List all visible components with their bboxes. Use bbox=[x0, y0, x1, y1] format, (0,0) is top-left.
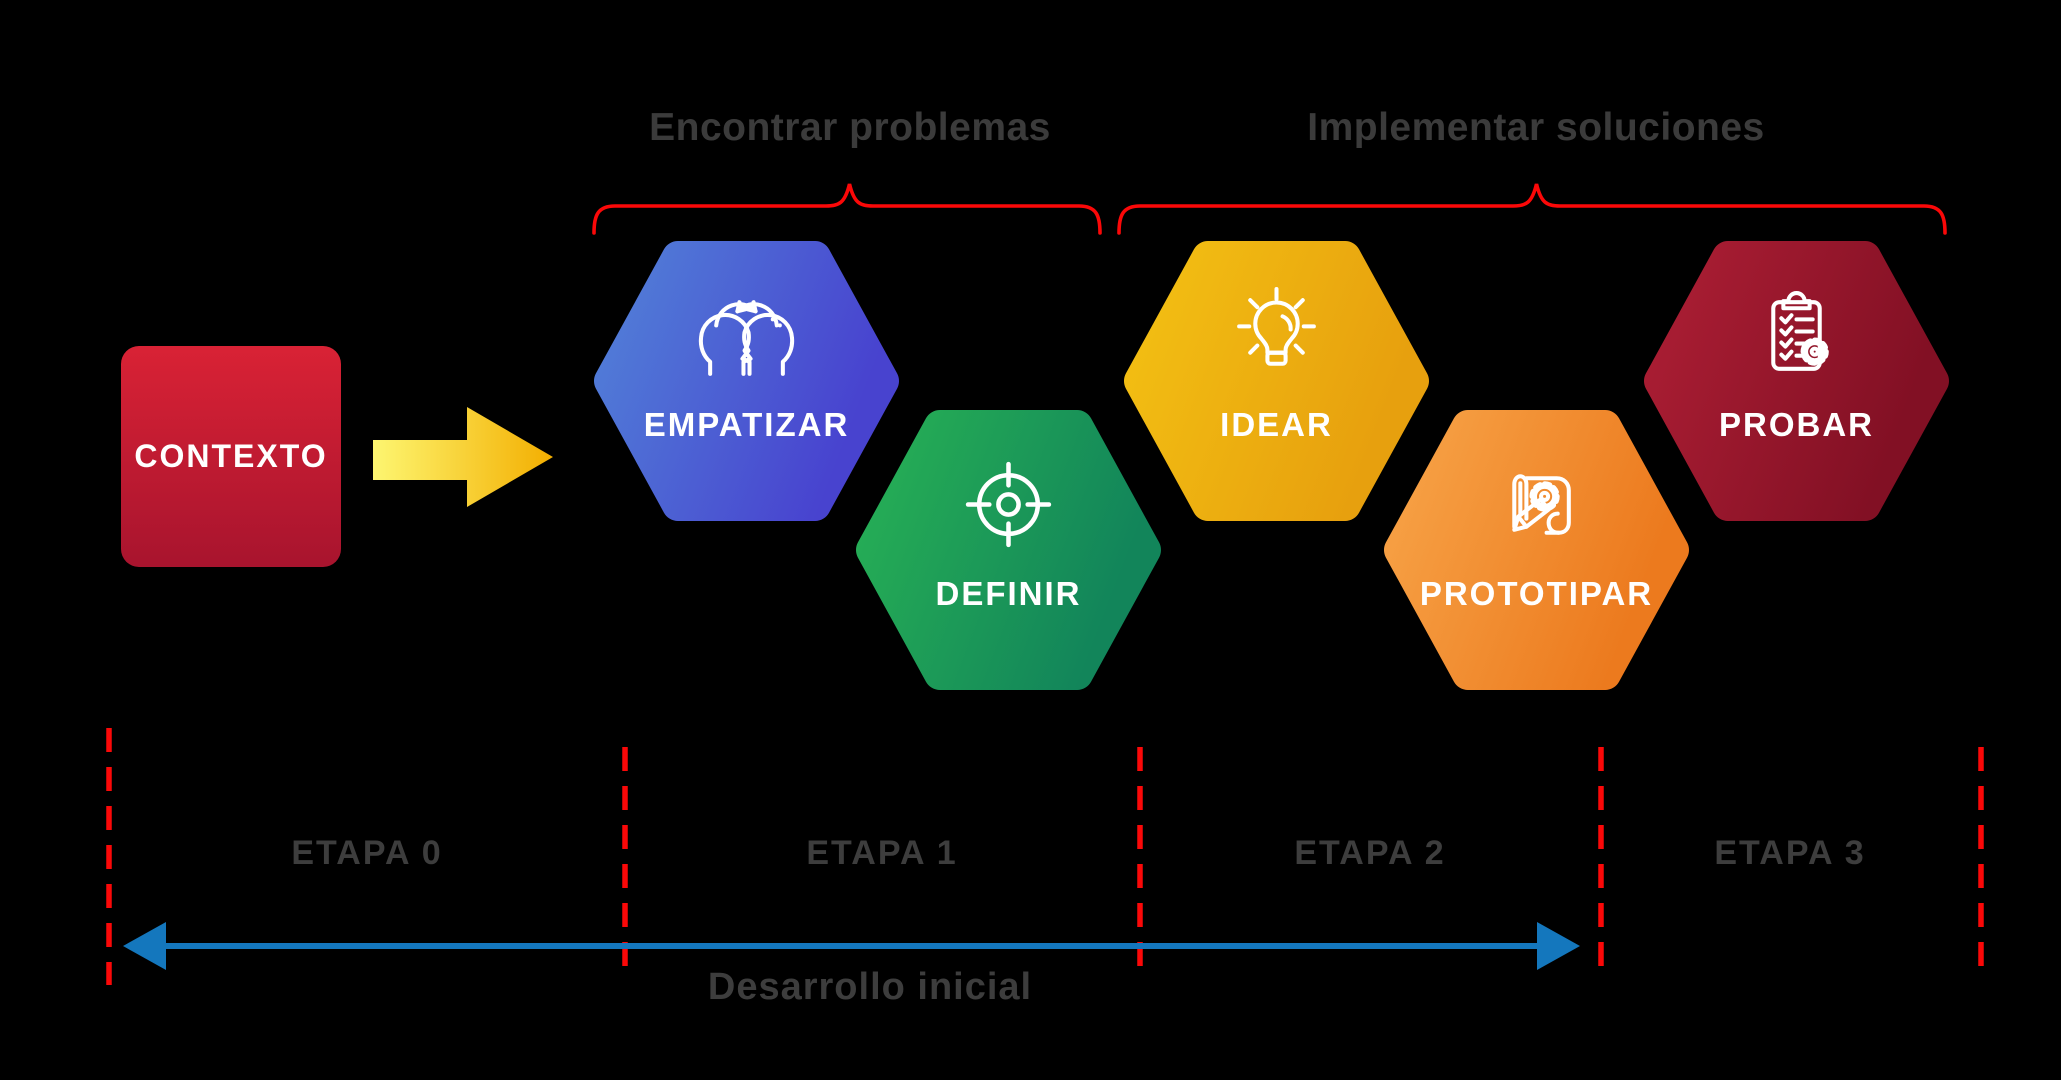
timeline-arrowhead-left bbox=[123, 922, 166, 970]
stage-label-probar: PROBAR bbox=[1718, 406, 1874, 443]
lightbulb-icon bbox=[1237, 287, 1316, 366]
hexagon-shape bbox=[1384, 410, 1689, 690]
stage-hexagon-empatizar: EMPATIZAR bbox=[593, 241, 900, 521]
context-label: CONTEXTO bbox=[134, 438, 328, 474]
stage-hexagon-idear: IDEAR bbox=[1123, 241, 1430, 521]
group-title-implement-solutions: Implementar soluciones bbox=[1307, 106, 1765, 149]
stage-hexagon-probar: PROBAR bbox=[1643, 241, 1950, 521]
stage-label-idear: IDEAR bbox=[1220, 406, 1333, 443]
brace-implement-solutions bbox=[1117, 183, 1947, 235]
empathize-heads-icon bbox=[698, 300, 795, 376]
timeline-label: Desarrollo inicial bbox=[707, 966, 1033, 1008]
stage-label-definir: DEFINIR bbox=[935, 575, 1082, 612]
context-box-shape bbox=[121, 346, 341, 567]
hexagon-shape bbox=[1124, 241, 1429, 521]
stage-label-empatizar: EMPATIZAR bbox=[643, 406, 850, 443]
brace-find-problems bbox=[592, 183, 1102, 235]
etapa-3-label: ETAPA 3 bbox=[1714, 834, 1866, 872]
stage-hexagon-prototipar: PROTOTIPAR bbox=[1383, 410, 1690, 690]
etapa-1-label: ETAPA 1 bbox=[806, 834, 958, 872]
target-icon bbox=[965, 461, 1052, 548]
hexagon-shape bbox=[1644, 241, 1949, 521]
clipboard-checklist-gear-icon bbox=[1771, 291, 1829, 371]
etapa-0-label: ETAPA 0 bbox=[291, 834, 443, 872]
stage-label-prototipar: PROTOTIPAR bbox=[1419, 575, 1654, 612]
stage-hexagon-definir: DEFINIR bbox=[855, 410, 1162, 690]
timeline-arrowhead-right bbox=[1537, 922, 1580, 970]
yellow-flow-arrow bbox=[373, 407, 553, 507]
group-title-find-problems: Encontrar problemas bbox=[649, 106, 1051, 149]
hexagon-shape bbox=[594, 241, 899, 521]
blueprint-gear-pencil-icon bbox=[1512, 474, 1571, 535]
context-box: CONTEXTO bbox=[120, 345, 342, 568]
hexagon-shape bbox=[856, 410, 1161, 690]
etapa-2-label: ETAPA 2 bbox=[1294, 834, 1446, 872]
